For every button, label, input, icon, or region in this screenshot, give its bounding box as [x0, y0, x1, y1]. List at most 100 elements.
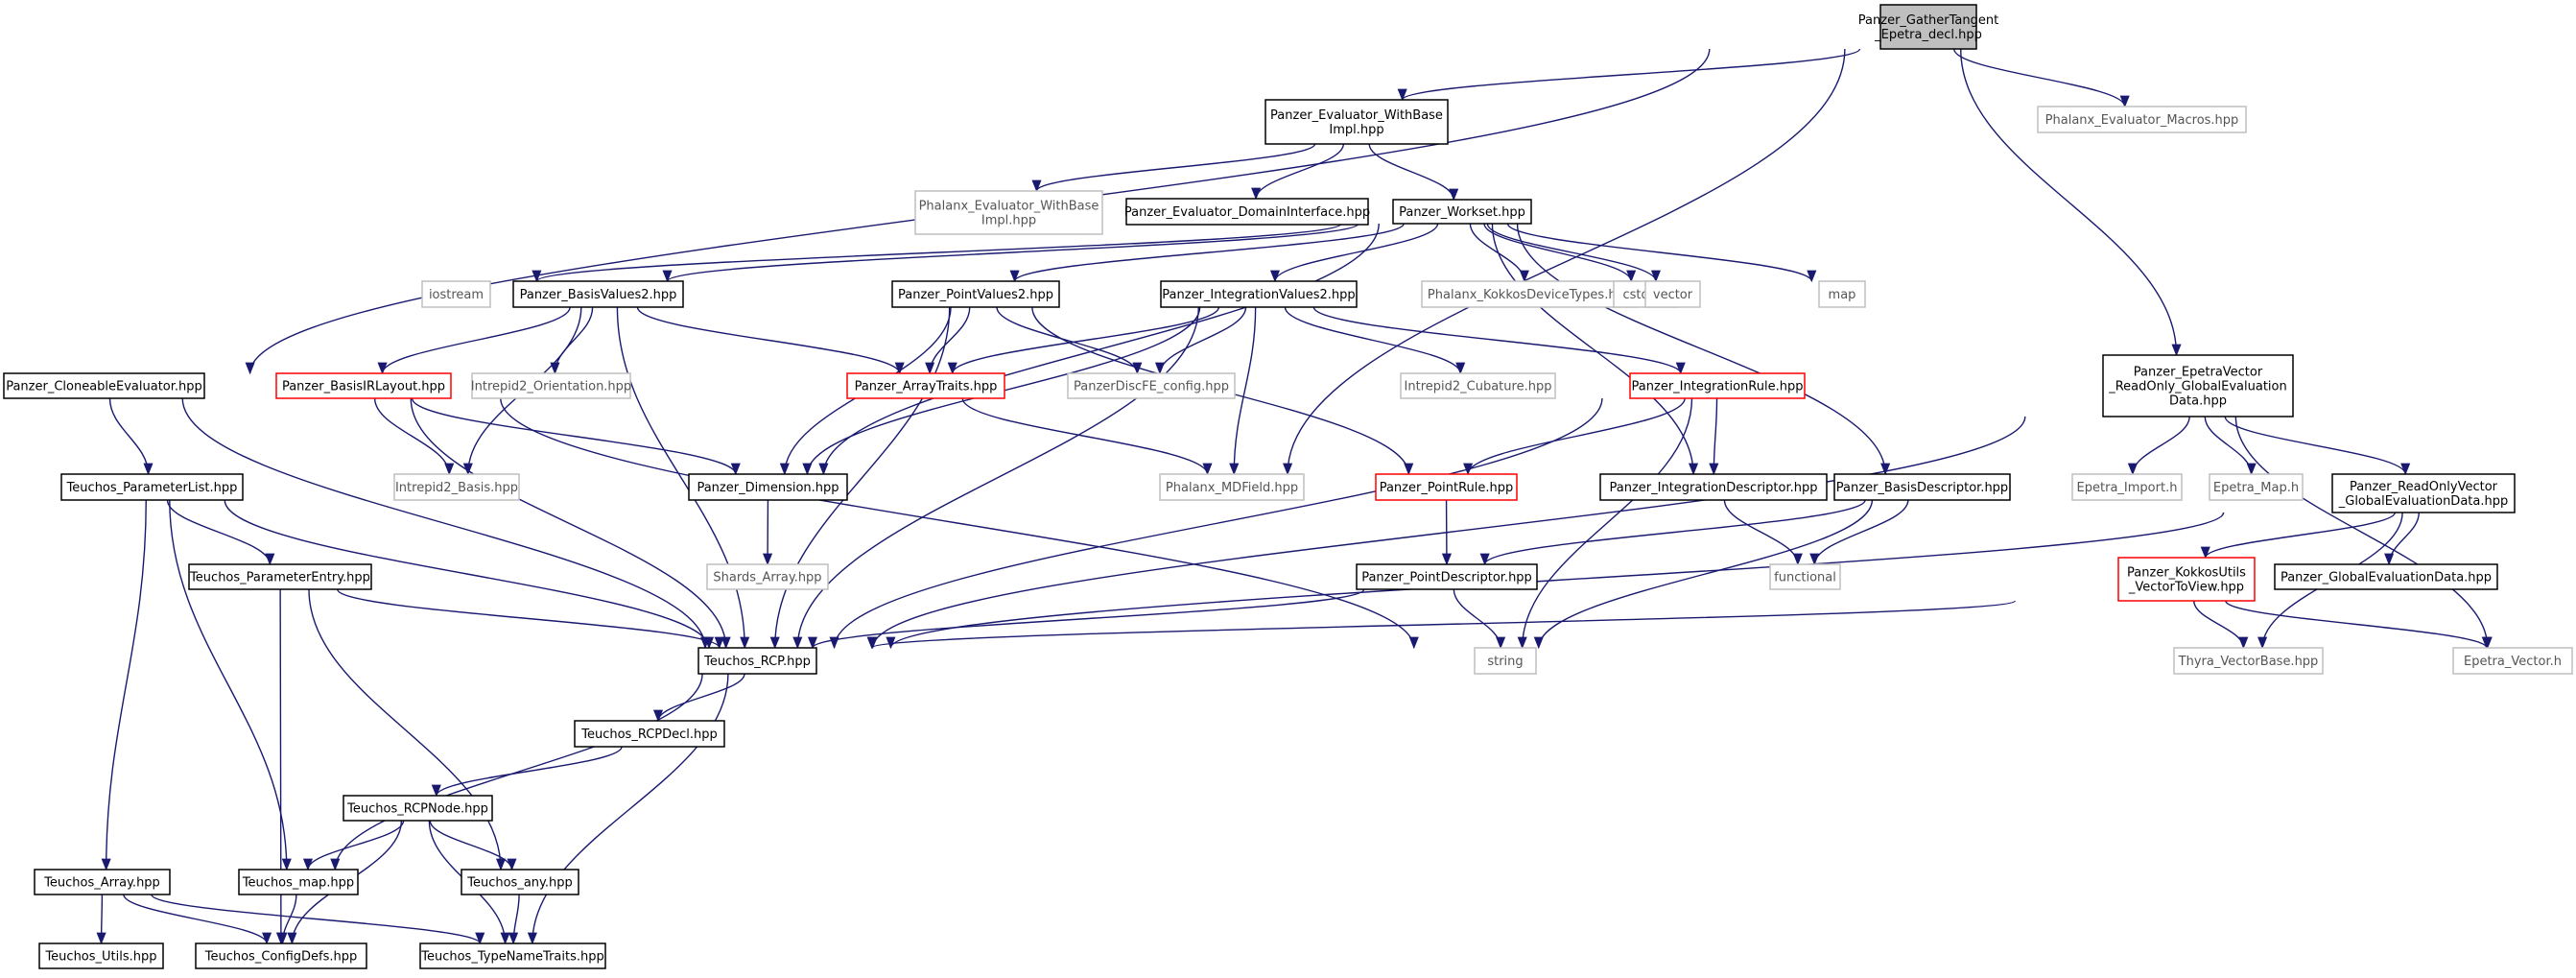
node-pointvalues2[interactable]: Panzer_PointValues2.hpp: [891, 280, 1060, 308]
node-teuchosutils[interactable]: Teuchos_Utils.hpp: [38, 942, 164, 969]
node-pointdesc[interactable]: Panzer_PointDescriptor.hpp: [1356, 563, 1538, 590]
edge-readonlyvector-to-kokkosutils: [2200, 512, 2397, 560]
node-rcpdecl[interactable]: Teuchos_RCPDecl.hpp: [574, 720, 725, 748]
node-epetravector[interactable]: Epetra_Vector.h: [2452, 647, 2573, 675]
node-kokkosdevice[interactable]: Phalanx_KokkosDeviceTypes.hpp: [1421, 280, 1639, 308]
node-label: Epetra_Vector.h: [2464, 655, 2562, 669]
node-box: [1159, 473, 1305, 501]
edge-teuchosarray-to-configdefs: [123, 894, 272, 945]
node-dimension[interactable]: Panzer_Dimension.hpp: [688, 473, 848, 501]
node-box: [512, 280, 684, 308]
node-label: Panzer_GatherTangent: [1858, 13, 1998, 28]
node-box: [697, 647, 817, 675]
node-basisvalues2[interactable]: Panzer_BasisValues2.hpp: [512, 280, 684, 308]
edge-basisirlayout-to-string: [500, 397, 1419, 650]
node-box: [2209, 473, 2304, 501]
node-teuchosarray[interactable]: Teuchos_Array.hpp: [34, 869, 171, 895]
node-box: [1125, 198, 1369, 226]
node-intrepidbasis[interactable]: Intrepid2_Basis.hpp: [393, 473, 520, 501]
node-box: [1644, 280, 1701, 308]
node-map[interactable]: map: [1818, 280, 1866, 308]
node-box: [2037, 106, 2247, 133]
node-globalevaldata[interactable]: Panzer_GlobalEvaluationData.hpp: [2274, 563, 2498, 590]
edge-cloneable-to-paramlist: [108, 397, 154, 476]
node-typenametraits[interactable]: Teuchos_TypeNameTraits.hpp: [419, 942, 606, 969]
node-box: [846, 372, 1005, 399]
node-box: [1769, 563, 1841, 590]
node-mdfield[interactable]: Phalanx_MDField.hpp: [1159, 473, 1305, 501]
edge-integrationrule-to-integrationdesc: [1709, 397, 1719, 476]
node-epetramap[interactable]: Epetra_Map.h: [2209, 473, 2304, 501]
node-rcpnode[interactable]: Teuchos_RCPNode.hpp: [343, 795, 493, 822]
node-string[interactable]: string: [1474, 647, 1537, 675]
node-readonlyvector[interactable]: Panzer_ReadOnlyVector_GlobalEvaluationDa…: [2331, 473, 2516, 513]
edge-workset-to-basisdesc: [1516, 223, 1891, 476]
node-box: [891, 280, 1060, 308]
node-label: Impl.hpp: [981, 214, 1036, 228]
node-workset[interactable]: Panzer_Workset.hpp: [1392, 199, 1532, 225]
edge-integrationvalues2-to-arraytraits: [947, 306, 1220, 375]
edge-rcpdecl-to-rcpnode: [431, 746, 623, 798]
edge-pointvalues2-to-rcp: [769, 306, 951, 650]
edge-teuchosany-to-typenametraits: [508, 894, 520, 945]
edge-integrationvalues2-to-discfeconfig: [1154, 306, 1247, 375]
node-functional[interactable]: functional: [1769, 563, 1841, 590]
node-box: [421, 280, 491, 308]
node-paramlist[interactable]: Teuchos_ParameterList.hpp: [60, 473, 244, 501]
node-label: Panzer_BasisDescriptor.hpp: [1836, 481, 2008, 495]
node-thyravectorbase[interactable]: Thyra_VectorBase.hpp: [2173, 647, 2324, 675]
node-epetravector_ro[interactable]: Panzer_EpetraVector_ReadOnly_GlobalEvalu…: [2102, 354, 2294, 417]
node-integrationrule[interactable]: Panzer_IntegrationRule.hpp: [1629, 372, 1806, 399]
node-phalanxmacros[interactable]: Phalanx_Evaluator_Macros.hpp: [2037, 106, 2247, 133]
edge-root-to-phalanxmacros: [1953, 48, 2130, 108]
node-box: [2102, 354, 2294, 417]
node-integrationdesc[interactable]: Panzer_IntegrationDescriptor.hpp: [1599, 473, 1828, 501]
edge-workset-to-map: [1506, 223, 1817, 283]
node-box: [461, 869, 579, 895]
node-box: [1356, 563, 1538, 590]
node-teuchosany[interactable]: Teuchos_any.hpp: [461, 869, 579, 895]
node-rcp[interactable]: Teuchos_RCP.hpp: [697, 647, 817, 675]
node-shardsarray[interactable]: Shards_Array.hpp: [706, 563, 829, 590]
node-box: [1392, 199, 1532, 225]
node-box: [1599, 473, 1828, 501]
edge-workset-to-cstddef: [1483, 223, 1637, 283]
node-label: Intrepid2_Basis.hpp: [395, 481, 518, 495]
node-integrationvalues2[interactable]: Panzer_IntegrationValues2.hpp: [1160, 280, 1358, 308]
node-pointrule[interactable]: Panzer_PointRule.hpp: [1375, 473, 1518, 501]
node-cloneable[interactable]: Panzer_CloneableEvaluator.hpp: [3, 372, 205, 399]
node-iostream[interactable]: iostream: [421, 280, 491, 308]
node-box: [60, 473, 244, 501]
node-vector[interactable]: vector: [1644, 280, 1701, 308]
node-epetraimport[interactable]: Epetra_Import.h: [2071, 473, 2183, 501]
node-box: [2452, 647, 2573, 675]
node-intrepidorient[interactable]: Intrepid2_Orientation.hpp: [471, 372, 631, 399]
node-box: [1160, 280, 1358, 308]
node-label: Panzer_IntegrationValues2.hpp: [1162, 288, 1355, 302]
node-kokkosutils[interactable]: Panzer_KokkosUtils_VectorToView.hpp: [2117, 557, 2256, 602]
node-cubature[interactable]: Intrepid2_Cubature.hpp: [1400, 372, 1556, 399]
node-label: Impl.hpp: [1329, 123, 1383, 137]
edge-basisvalues2-to-arraytraits: [636, 306, 905, 375]
node-label: PanzerDiscFE_config.hpp: [1074, 380, 1229, 394]
edge-integrationvalues2-to-mdfield: [1229, 306, 1257, 476]
node-configdefs[interactable]: Teuchos_ConfigDefs.hpp: [195, 942, 367, 969]
edge-pointdesc-to-rcp: [808, 588, 1365, 650]
edge-pointdesc-to-string: [1453, 588, 1506, 650]
node-box: [393, 473, 520, 501]
node-root[interactable]: Panzer_GatherTangent_Epetra_decl.hpp: [1858, 4, 1998, 50]
node-label: Phalanx_Evaluator_Macros.hpp: [2045, 113, 2239, 128]
node-discfeconfig[interactable]: PanzerDiscFE_config.hpp: [1067, 372, 1236, 399]
node-domaininterface[interactable]: Panzer_Evaluator_DomainInterface.hpp: [1124, 198, 1370, 226]
node-arraytraits[interactable]: Panzer_ArrayTraits.hpp: [846, 372, 1005, 399]
node-label: functional: [1774, 571, 1836, 585]
node-box: [275, 372, 452, 399]
node-basisirlayout[interactable]: Panzer_BasisIRLayout.hpp: [275, 372, 452, 399]
node-basisdesc[interactable]: Panzer_BasisDescriptor.hpp: [1833, 473, 2011, 501]
node-box: [34, 869, 171, 895]
node-paramentry[interactable]: Teuchos_ParameterEntry.hpp: [188, 563, 372, 590]
node-teuchosmap[interactable]: Teuchos_map.hpp: [238, 869, 359, 895]
edge-paramlist-to-teuchosarray: [101, 499, 147, 871]
